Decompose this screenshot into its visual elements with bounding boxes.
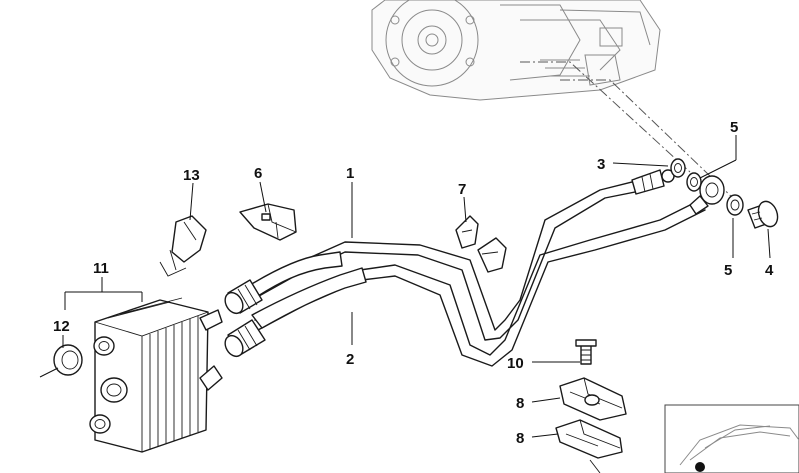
callout-2: 2 (346, 351, 354, 368)
bracket-6 (239, 203, 297, 241)
callout-5-top: 5 (730, 119, 738, 136)
clamp-13 (159, 215, 207, 277)
callout-7: 7 (458, 181, 466, 198)
banjo-fitting-upper (631, 169, 675, 195)
hose-fitting-upper (224, 279, 263, 315)
callout-labels: 1 2 3 4 5 5 6 7 8 8 10 11 12 13 (53, 119, 774, 447)
hose-fitting-lower (224, 319, 266, 358)
callout-12: 12 (53, 318, 70, 335)
callout-11: 11 (93, 260, 109, 277)
location-marker-icon (695, 462, 705, 472)
callout-1: 1 (346, 165, 354, 182)
callout-6: 6 (254, 165, 262, 182)
clip-7 (455, 215, 507, 273)
leader-lines (39, 135, 771, 438)
transmission-housing (371, 0, 661, 101)
callout-10: 10 (507, 355, 524, 372)
seal-ring-5-lower (726, 194, 744, 216)
holder-8-upper (559, 377, 627, 421)
callout-3: 3 (597, 156, 605, 173)
oil-cooler-11 (89, 297, 223, 453)
seal-ring-3 (670, 158, 686, 178)
oil-cooler-line-lower (251, 199, 706, 367)
assembly-guide-lines (520, 61, 736, 201)
seal-ring-5-upper (686, 172, 702, 192)
callout-5-bottom: 5 (724, 262, 732, 279)
callout-13: 13 (183, 167, 200, 184)
holder-8-lower (555, 419, 623, 473)
banjo-fitting-lower (689, 175, 725, 215)
callout-4: 4 (765, 262, 774, 279)
callout-8-bottom: 8 (516, 430, 524, 447)
hollow-bolt-4 (747, 200, 779, 229)
seal-ring-12 (53, 344, 83, 376)
callout-8-top: 8 (516, 395, 524, 412)
oil-cooler-line-upper (249, 179, 646, 341)
bolt-10 (575, 339, 597, 365)
vehicle-locator-thumbnail (664, 404, 799, 473)
